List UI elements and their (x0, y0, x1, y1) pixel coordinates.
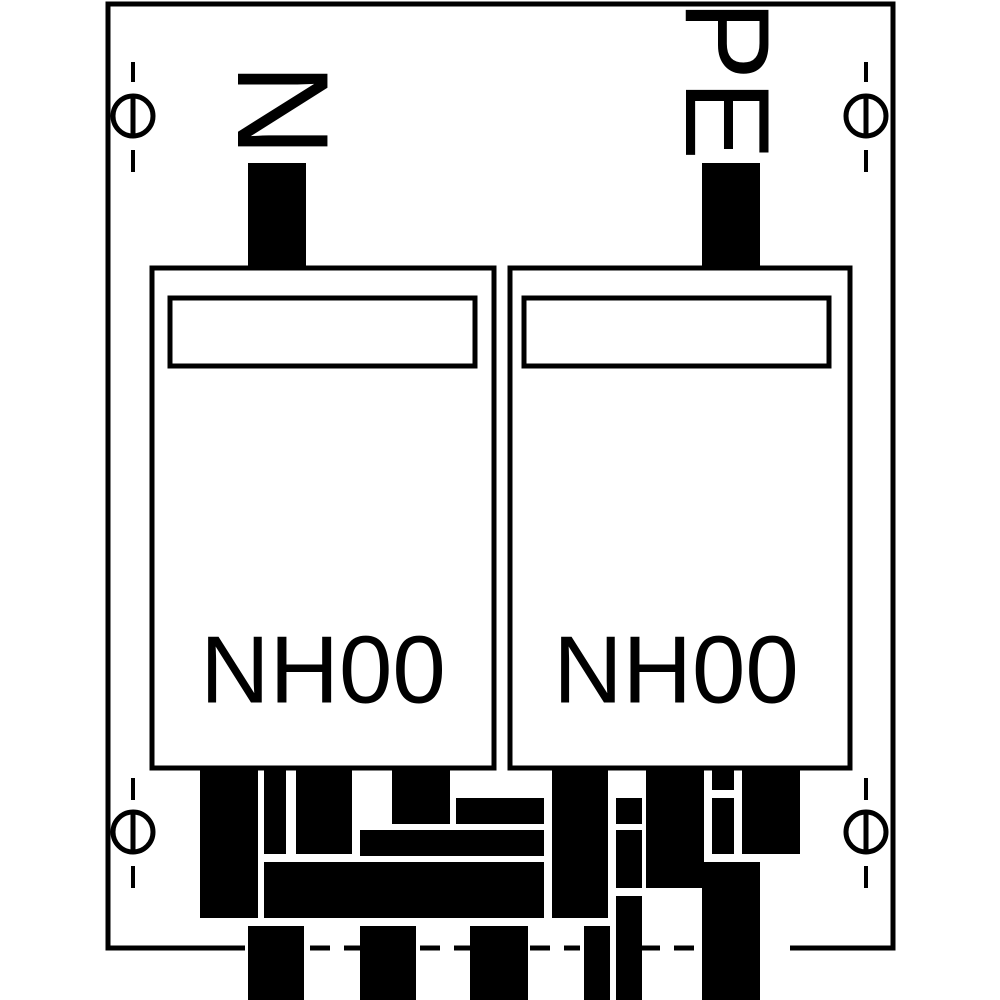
pe-label: PE (660, 0, 794, 160)
fuse-type-label: NH00 (553, 617, 798, 724)
neutral-terminal: N (210, 63, 356, 268)
fuse-type-label: NH00 (200, 617, 445, 724)
label-strip (167, 295, 478, 369)
neutral-label: N (210, 63, 356, 157)
screw-slot-icon (843, 778, 889, 888)
fuse-base-1: NH00 (149, 265, 497, 771)
screw-slot-icon (110, 62, 156, 172)
pe-terminal: PE (660, 0, 794, 268)
label-strip (521, 295, 832, 369)
cable-bundle (200, 768, 800, 1000)
fuse-base-2: NH00 (507, 265, 853, 771)
mounting-plate (105, 1, 896, 951)
screw-slot-icon (843, 62, 889, 172)
screw-slot-icon (110, 778, 156, 888)
